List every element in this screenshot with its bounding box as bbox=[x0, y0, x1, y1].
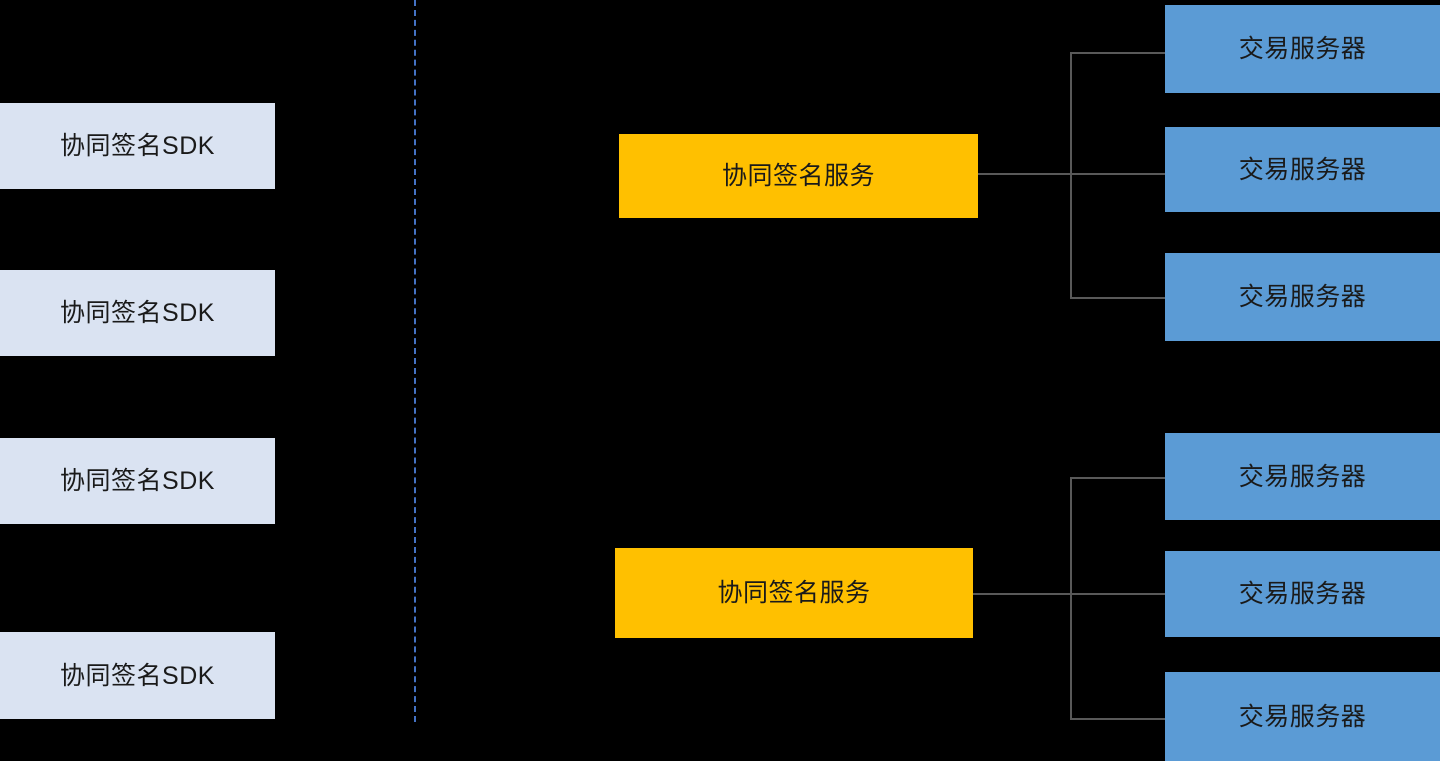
server-node-5-label: 交易服务器 bbox=[1238, 580, 1367, 608]
server-node-2[interactable]: 交易服务器 bbox=[1165, 127, 1440, 212]
server-node-3-label: 交易服务器 bbox=[1238, 283, 1367, 311]
sdk-node-1-label: 协同签名SDK bbox=[60, 132, 215, 160]
boundary-divider bbox=[414, 0, 416, 722]
service-node-1-label: 协同签名服务 bbox=[721, 162, 875, 190]
connector-service-1-to-trunk bbox=[978, 173, 1070, 175]
server-node-4[interactable]: 交易服务器 bbox=[1165, 433, 1440, 520]
service-node-1[interactable]: 协同签名服务 bbox=[619, 134, 978, 218]
server-node-6[interactable]: 交易服务器 bbox=[1165, 672, 1440, 761]
connector-trunk-bottom-branch-3 bbox=[1070, 718, 1165, 720]
server-node-1[interactable]: 交易服务器 bbox=[1165, 5, 1440, 93]
server-node-6-label: 交易服务器 bbox=[1238, 702, 1367, 731]
sdk-node-3[interactable]: 协同签名SDK bbox=[0, 438, 275, 524]
sdk-node-4[interactable]: 协同签名SDK bbox=[0, 632, 275, 719]
sdk-node-3-label: 协同签名SDK bbox=[60, 467, 215, 495]
server-node-1-label: 交易服务器 bbox=[1238, 35, 1367, 63]
connector-trunk-top-branch-2 bbox=[1070, 173, 1165, 175]
server-node-5[interactable]: 交易服务器 bbox=[1165, 551, 1440, 637]
sdk-node-1[interactable]: 协同签名SDK bbox=[0, 103, 275, 189]
server-node-3[interactable]: 交易服务器 bbox=[1165, 253, 1440, 341]
connector-trunk-bottom bbox=[1070, 477, 1072, 718]
sdk-node-4-label: 协同签名SDK bbox=[60, 661, 215, 690]
server-node-2-label: 交易服务器 bbox=[1238, 155, 1367, 184]
connector-trunk-bottom-branch-1 bbox=[1070, 477, 1165, 479]
sdk-node-2[interactable]: 协同签名SDK bbox=[0, 270, 275, 356]
server-node-4-label: 交易服务器 bbox=[1238, 462, 1367, 491]
connector-trunk-top-branch-3 bbox=[1070, 297, 1165, 299]
sdk-node-2-label: 协同签名SDK bbox=[60, 299, 215, 327]
connector-trunk-bottom-branch-2 bbox=[1070, 593, 1165, 595]
connector-service-2-to-trunk bbox=[973, 593, 1070, 595]
connector-trunk-top-branch-1 bbox=[1070, 52, 1165, 54]
service-node-2-label: 协同签名服务 bbox=[717, 579, 871, 607]
service-node-2[interactable]: 协同签名服务 bbox=[615, 548, 973, 638]
